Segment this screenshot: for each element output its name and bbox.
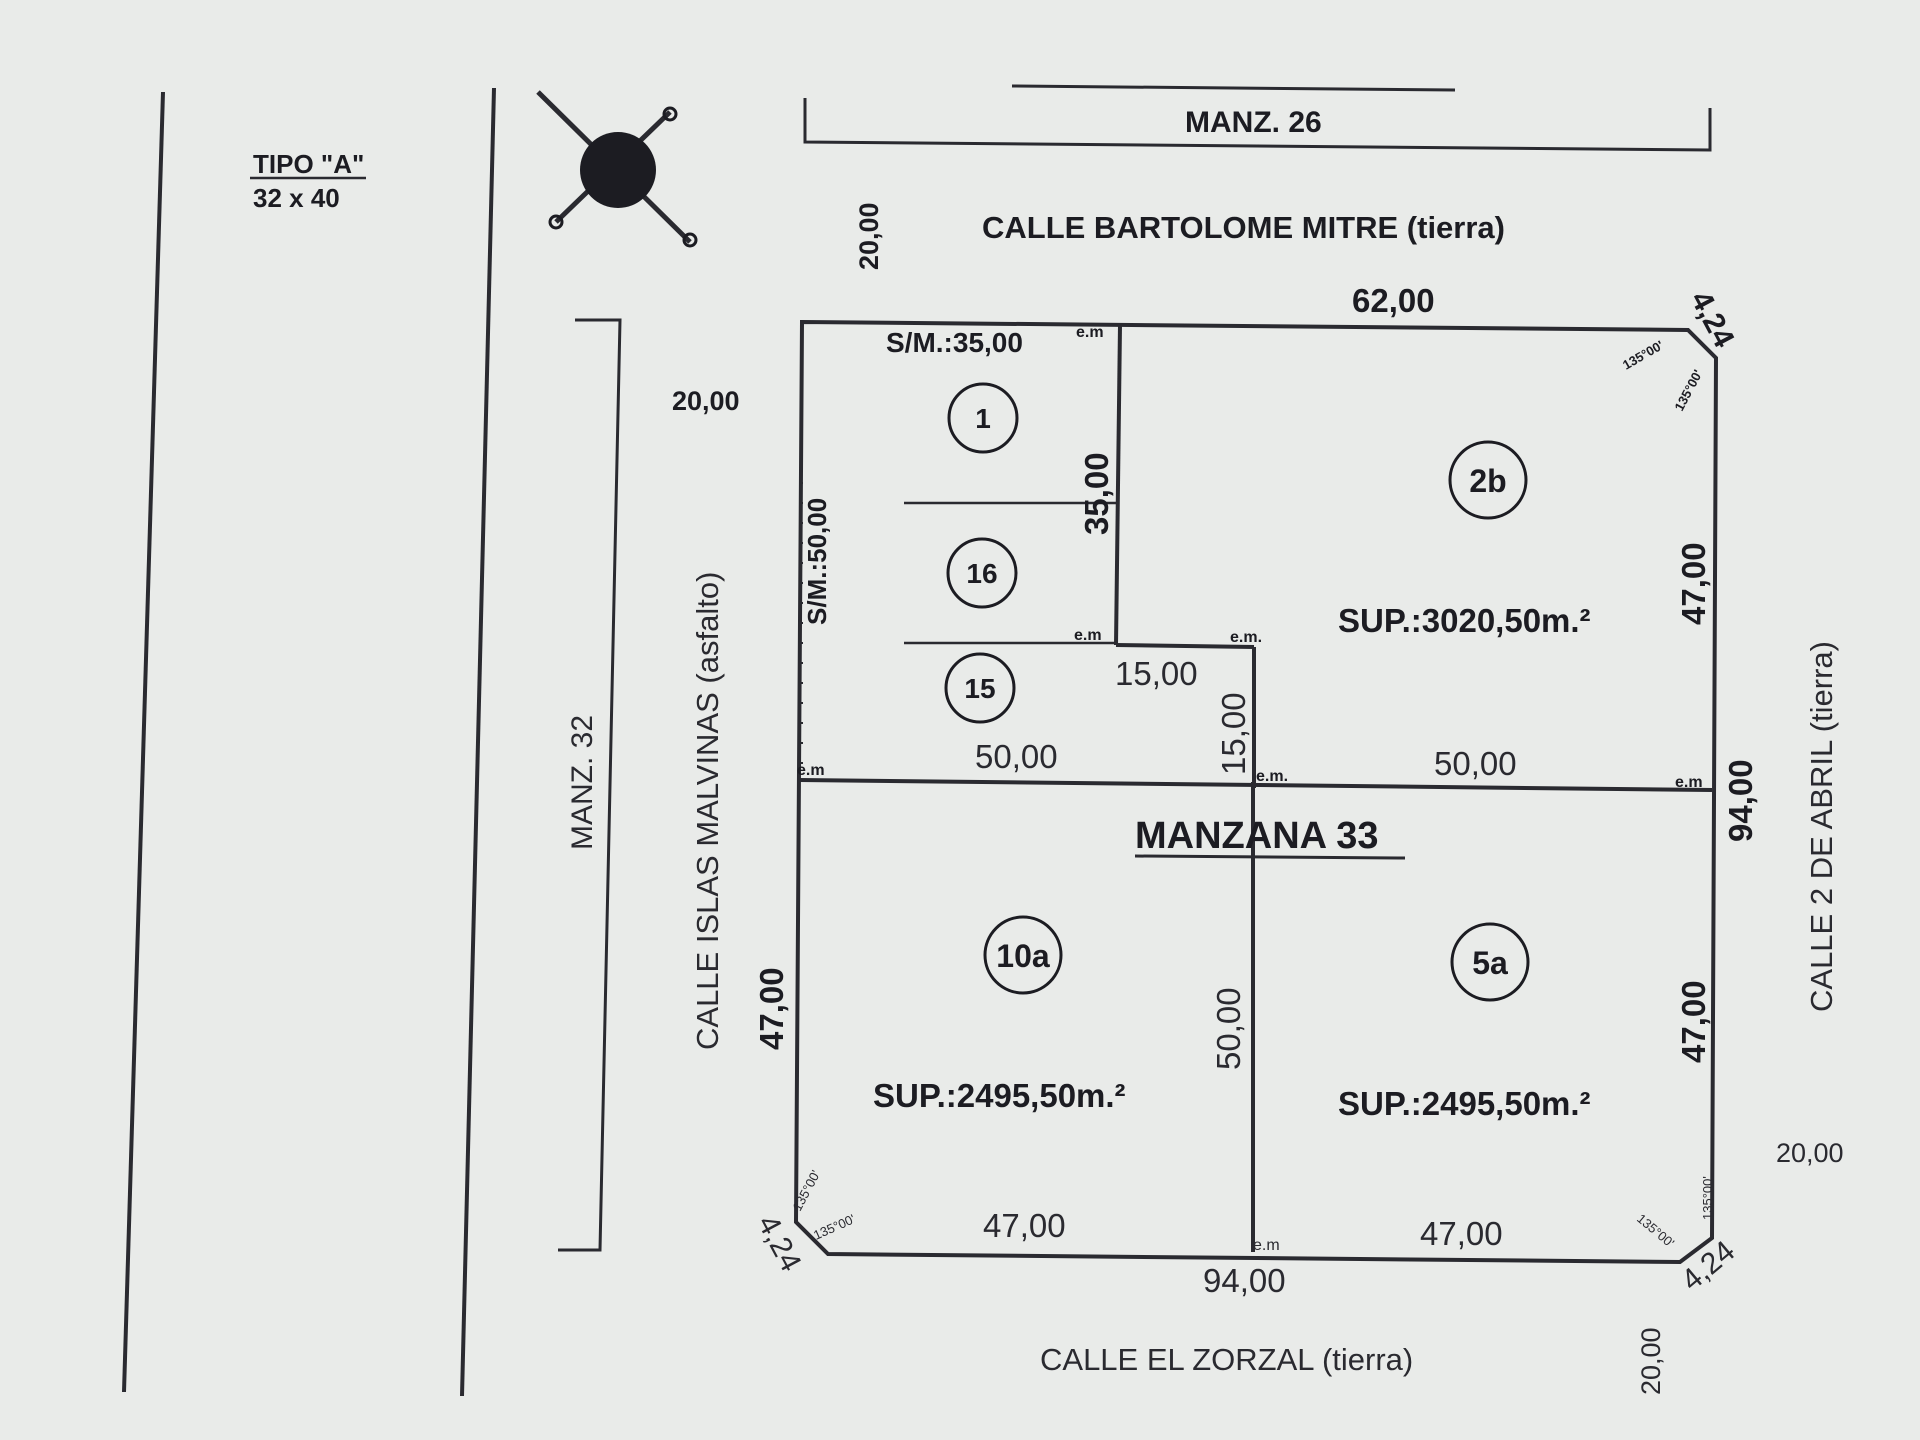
lot-2b-label: 2b (1469, 463, 1506, 499)
lot-1-label: 1 (975, 403, 991, 434)
dim-v-47-ne: 47,00 (1675, 542, 1712, 625)
frame-line-right (460, 87, 496, 1397)
street-width-east: 20,00 (1776, 1138, 1844, 1168)
legend-size: 32 x 40 (253, 183, 340, 213)
lot-15-label: 15 (964, 673, 995, 704)
marker-em-1: e.m (1076, 324, 1104, 341)
line-lot2b-step (1115, 643, 1255, 649)
angle-se-2: 135°00' (1700, 1176, 1715, 1220)
marker-em-2: e.m (1074, 627, 1102, 644)
legend-tipo: TIPO "A" (253, 149, 364, 179)
dim-sm-50: S/M.:50,00 (802, 498, 832, 625)
dim-bottom-94: 94,00 (1203, 1262, 1286, 1299)
area-lot-5a: SUP.:2495,50m.² (1338, 1085, 1591, 1122)
manz26-label: MANZ. 26 (1185, 106, 1322, 139)
street-width-west: 20,00 (672, 386, 740, 416)
line-middle (799, 778, 1713, 792)
street-east-label: CALLE 2 DE ABRIL (tierra) (1804, 641, 1839, 1012)
dim-v-35: 35,00 (1078, 452, 1115, 535)
dim-bottom-47-right: 47,00 (1420, 1215, 1503, 1252)
lot-5a-label: 5a (1472, 945, 1508, 981)
lot-1-circle (947, 382, 1019, 454)
marker-em-7: e.m (1253, 1237, 1280, 1254)
dim-h-15: 15,00 (1115, 655, 1198, 692)
manz32-label: MANZ. 32 (566, 715, 599, 850)
street-width-north: 20,00 (854, 202, 884, 270)
lot-15-circle (944, 652, 1016, 724)
street-west-label: CALLE ISLAS MALVINAS (asfalto) (690, 572, 725, 1050)
marker-em-5: e.m. (1256, 768, 1288, 785)
lot-2b-circle (1448, 440, 1528, 520)
dim-bottom-47-left: 47,00 (983, 1207, 1066, 1244)
area-lot-2b: SUP.:3020,50m.² (1338, 602, 1591, 639)
dim-v-15: 15,00 (1215, 692, 1252, 775)
compass-icon (536, 90, 698, 248)
dim-v-47-w: 47,00 (753, 967, 790, 1050)
street-south-label: CALLE EL ZORZAL (tierra) (1040, 1342, 1413, 1377)
manzana33-underline (1134, 854, 1406, 860)
lot-16-label: 16 (966, 558, 997, 589)
area-lot-10a: SUP.:2495,50m.² (873, 1077, 1126, 1114)
dim-v-94: 94,00 (1722, 759, 1759, 842)
street-north-label: CALLE BARTOLOME MITRE (tierra) (982, 210, 1505, 245)
dim-v-47-se: 47,00 (1675, 980, 1712, 1063)
manz32-bracket (558, 318, 622, 1252)
lot-10a-circle (983, 915, 1063, 995)
manz26-top-line (1011, 84, 1456, 92)
marker-em-3: e.m. (1230, 629, 1262, 646)
line-lot2b-west (1114, 324, 1122, 646)
lot-5a-circle (1450, 922, 1530, 1002)
dim-sm-35: S/M.:35,00 (886, 327, 1023, 358)
lot-10a-label: 10a (996, 938, 1050, 974)
dim-top-62: 62,00 (1352, 282, 1435, 319)
manzana33-outline (793, 319, 1719, 1265)
manzana33-title: MANZANA 33 (1135, 815, 1379, 857)
dim-v-50-center: 50,00 (1210, 987, 1247, 1070)
marker-em-6: e.m (1675, 774, 1703, 791)
dim-h-50-left: 50,00 (975, 738, 1058, 775)
marker-em-4: e.m (797, 762, 825, 779)
street-width-south: 20,00 (1636, 1327, 1666, 1395)
manz26-bracket (803, 98, 1712, 152)
frame-line-left (122, 91, 165, 1393)
lot-16-circle (946, 537, 1018, 609)
dim-h-50-right: 50,00 (1434, 745, 1517, 782)
